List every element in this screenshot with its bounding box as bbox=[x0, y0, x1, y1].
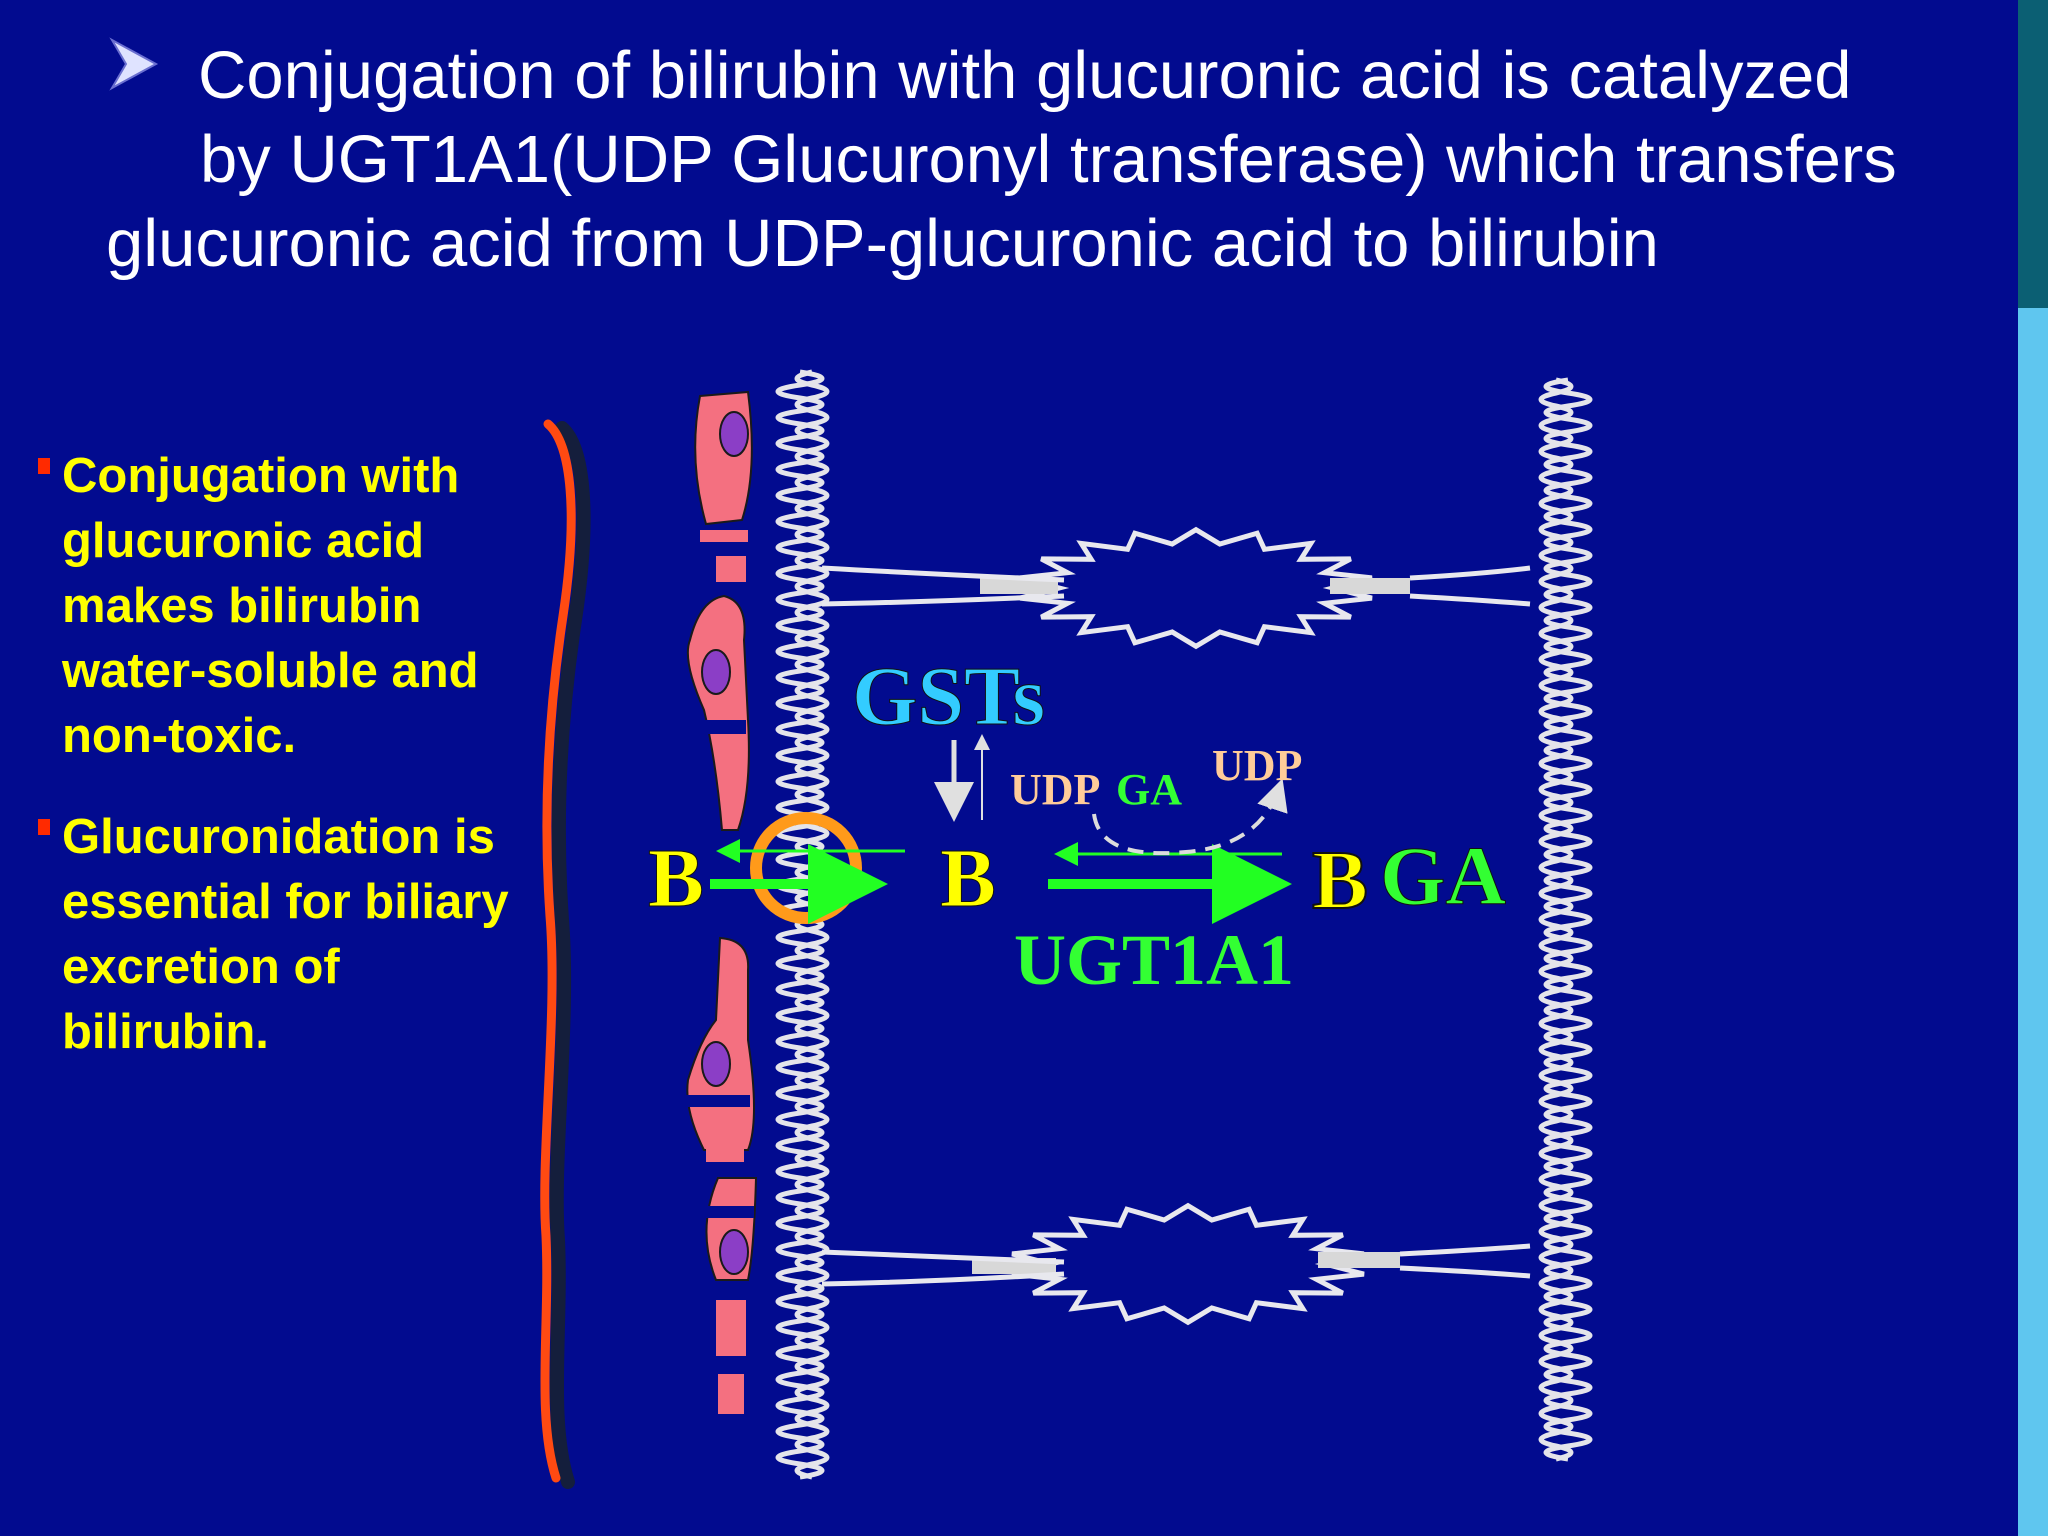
udpga-to-udp-arrow bbox=[1092, 778, 1288, 856]
sinusoidal-membrane-right-inner bbox=[1538, 377, 1574, 1462]
bilirubin-cell-label: B bbox=[940, 832, 996, 925]
slide-edge-light bbox=[2018, 308, 2048, 1536]
bilirubin-plasma-label: B bbox=[648, 832, 704, 925]
bile-canaliculus bbox=[821, 1202, 1531, 1326]
heading-line-2: by UGT1A1(UDP Glucuronyl transferase) wh… bbox=[200, 122, 1897, 197]
endothelial-cell bbox=[686, 594, 750, 831]
sinusoidal-membrane-right bbox=[1543, 377, 1593, 1462]
note-text: Glucuronidation is essential for biliary… bbox=[62, 810, 509, 1059]
note-text: Conjugation with glucuronic acid makes b… bbox=[62, 449, 479, 763]
udp-label: UDP bbox=[1212, 741, 1302, 790]
bile-canaliculus bbox=[821, 526, 1531, 650]
square-bullet-icon bbox=[38, 819, 50, 835]
sinusoidal-membrane-left bbox=[775, 369, 825, 1480]
gsts-label: GSTs bbox=[852, 650, 1045, 743]
ugt1a1-label: UGT1A1 bbox=[1014, 920, 1294, 1000]
endothelial-cell bbox=[678, 936, 755, 1162]
heading-line-1: Conjugation of bilirubin with glucuronic… bbox=[198, 38, 1852, 113]
ga-suffix-label: GA bbox=[1116, 765, 1182, 814]
square-bullet-icon bbox=[38, 458, 50, 474]
endothelial-cell bbox=[702, 1177, 758, 1414]
slide-edge-dark bbox=[2018, 0, 2048, 308]
note-item: Glucuronidation is essential for biliary… bbox=[30, 805, 560, 1065]
endothelial-cell bbox=[694, 390, 753, 582]
uptake-highlight-circle bbox=[750, 812, 862, 924]
note-item: Conjugation with glucuronic acid makes b… bbox=[30, 444, 560, 769]
heading-line-3: glucuronic acid from UDP-glucuronic acid… bbox=[106, 206, 1659, 281]
notes-list: Conjugation with glucuronic acid makes b… bbox=[30, 444, 560, 1101]
arrowhead-bullet-icon bbox=[109, 37, 159, 91]
hepatocyte-membranes bbox=[775, 369, 1593, 1480]
bilirubin-conjugate-label: B bbox=[1312, 834, 1368, 927]
sinusoid-wall-shadow bbox=[549, 421, 591, 1489]
sinusoidal-membrane-left-inner bbox=[794, 369, 830, 1480]
udp-prefix-label: UDP bbox=[1010, 765, 1100, 814]
glucuronide-label: GA bbox=[1380, 830, 1506, 923]
